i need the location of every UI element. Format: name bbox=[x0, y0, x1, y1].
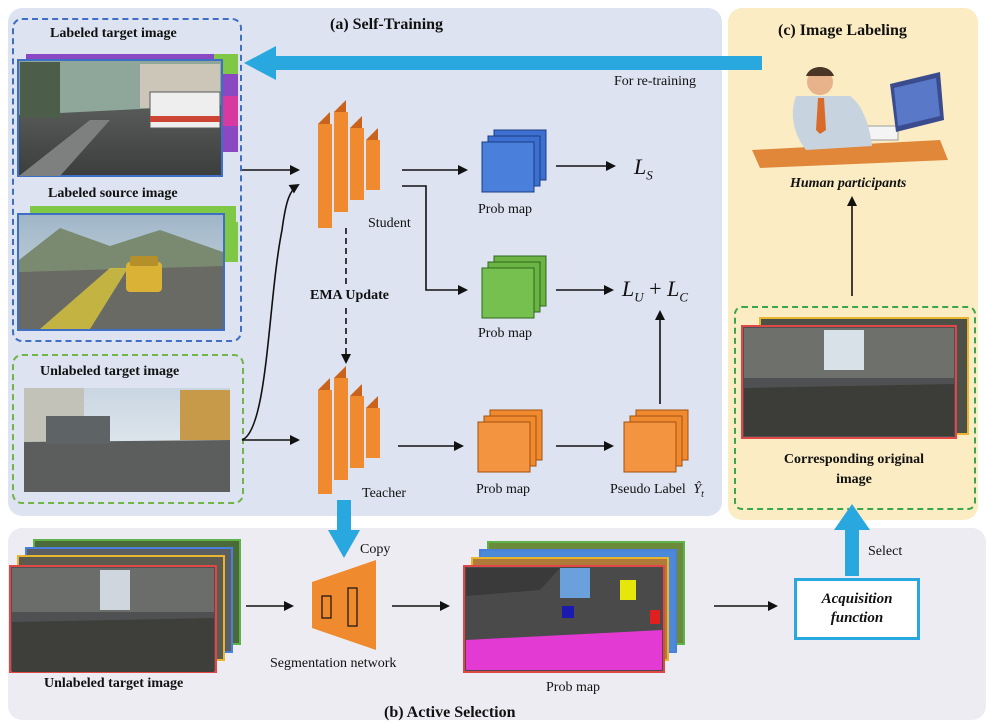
flow-arrows bbox=[241, 161, 857, 611]
segmentation-network-label: Segmentation network bbox=[270, 656, 397, 671]
prob-map-label-green: Prob map bbox=[478, 326, 533, 341]
labeled-images-group bbox=[12, 18, 242, 342]
prob-map-label-blue: Prob map bbox=[478, 202, 533, 217]
unlabeled-target-image-a bbox=[24, 388, 230, 492]
pseudo-label-text: Pseudo Label Ŷt bbox=[610, 482, 704, 500]
loss-supervised: LS bbox=[634, 154, 653, 183]
labeled-target-image bbox=[17, 54, 238, 177]
teacher-model bbox=[318, 366, 380, 494]
student-model bbox=[318, 100, 380, 228]
image-labeling-title: (c) Image Labeling bbox=[778, 22, 907, 39]
labeled-source-image bbox=[17, 206, 238, 331]
ema-update-label: EMA Update bbox=[308, 288, 391, 304]
pseudo-label-symbol: Ŷt bbox=[693, 482, 704, 500]
acquisition-function-box: Acquisition function bbox=[794, 578, 920, 640]
acquisition-line2: function bbox=[830, 610, 884, 626]
unlabeled-target-group bbox=[12, 354, 244, 504]
loss-unsupervised-consistency: LU + LC bbox=[622, 276, 688, 305]
unlabeled-target-label: Unlabeled target image bbox=[40, 364, 180, 379]
unlabeled-target-label-b: Unlabeled target image bbox=[44, 676, 184, 691]
prob-map-orange bbox=[477, 409, 543, 473]
pseudo-label-map bbox=[623, 409, 689, 473]
prob-map-label-b: Prob map bbox=[546, 680, 601, 695]
prob-map-green bbox=[481, 255, 547, 319]
labeled-target-label: Labeled target image bbox=[50, 26, 177, 41]
segmentation-network bbox=[312, 560, 376, 650]
human-participant-illustration bbox=[752, 67, 948, 168]
self-training-title: (a) Self-Training bbox=[330, 16, 444, 33]
labeled-source-label: Labeled source image bbox=[48, 186, 178, 201]
active-selection-title: (b) Active Selection bbox=[384, 704, 516, 721]
cyan-arrows bbox=[244, 46, 870, 576]
student-label: Student bbox=[368, 216, 411, 231]
corresponding-image-line2: image bbox=[836, 472, 872, 487]
human-participants-label: Human participants bbox=[790, 176, 907, 191]
copy-label: Copy bbox=[360, 542, 391, 557]
for-retraining-label: For re-training bbox=[614, 74, 697, 89]
acquisition-line1: Acquisition bbox=[821, 591, 893, 607]
prob-map-label-orange: Prob map bbox=[476, 482, 531, 497]
segmentation-prob-map-stack bbox=[463, 541, 685, 673]
select-label: Select bbox=[868, 544, 903, 559]
unlabeled-frame-stack bbox=[9, 539, 241, 673]
corresponding-original-image bbox=[741, 317, 969, 439]
teacher-label: Teacher bbox=[362, 486, 407, 501]
corresponding-image-line1: Corresponding original bbox=[783, 452, 925, 467]
prob-map-blue bbox=[481, 129, 547, 193]
